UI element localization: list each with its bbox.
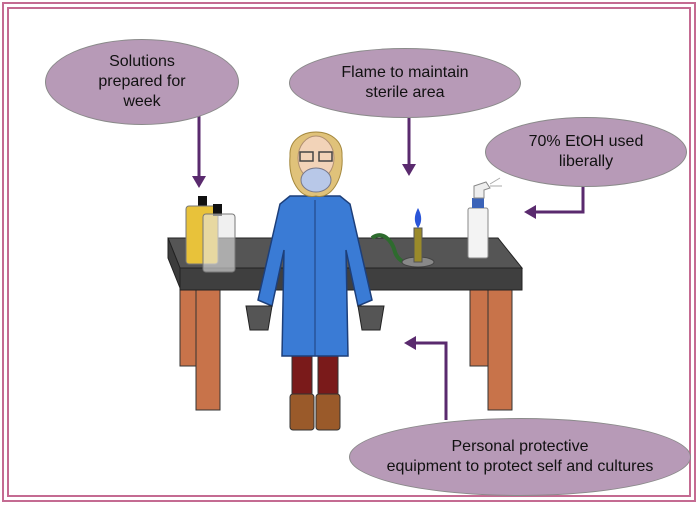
callout-solutions: Solutions prepared for week bbox=[45, 39, 239, 125]
outer-border bbox=[2, 2, 696, 502]
inner-border bbox=[7, 7, 691, 497]
arrow-solutions bbox=[192, 112, 206, 188]
spray-bottle bbox=[467, 177, 502, 259]
arrow-etoh bbox=[524, 186, 585, 219]
callout-ppe: Personal protective equipment to protect… bbox=[349, 418, 691, 496]
scientist-figure bbox=[245, 131, 385, 431]
callout-solutions-text: Solutions prepared for week bbox=[98, 53, 186, 110]
bunsen-burner bbox=[370, 208, 435, 268]
callout-etoh-text: 70% EtOH used liberally bbox=[528, 133, 644, 170]
solution-bottles bbox=[185, 196, 236, 273]
callout-flame-text: Flame to maintain sterile area bbox=[341, 64, 469, 101]
arrow-ppe bbox=[404, 336, 448, 420]
callout-etoh: 70% EtOH used liberally bbox=[485, 117, 687, 187]
callout-ppe-text: Personal protective equipment to protect… bbox=[386, 438, 654, 475]
arrow-flame bbox=[402, 118, 416, 176]
callout-flame: Flame to maintain sterile area bbox=[289, 48, 521, 118]
